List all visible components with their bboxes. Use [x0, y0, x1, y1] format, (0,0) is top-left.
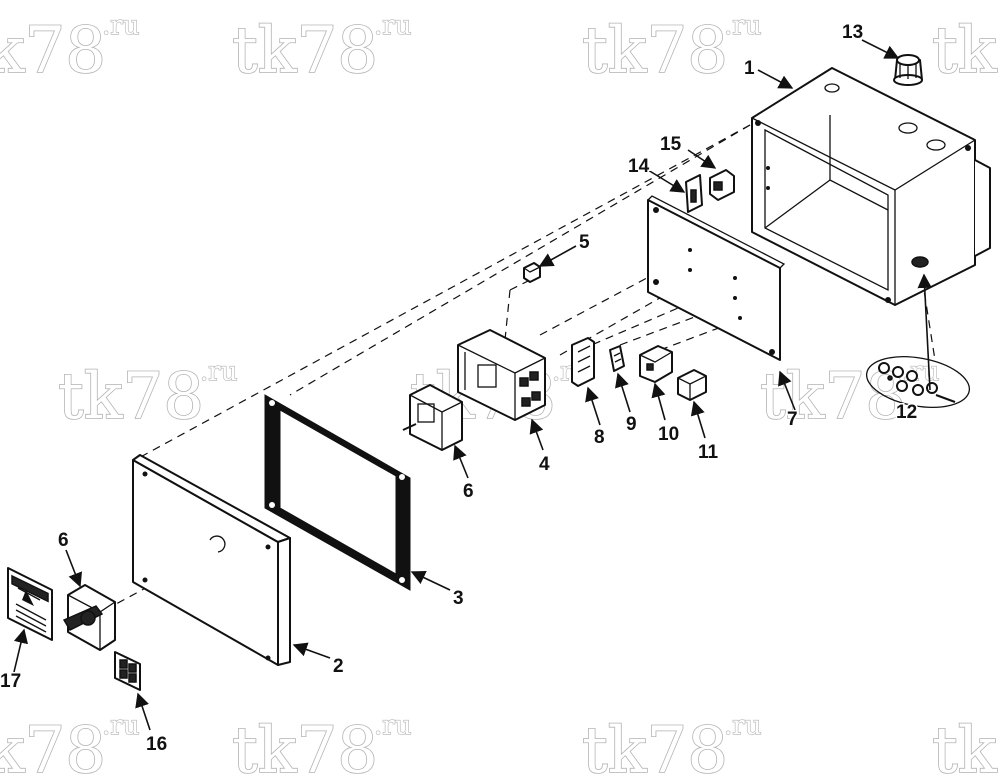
relay [677, 369, 707, 401]
rotary-handle [62, 584, 116, 651]
mounting-plate [647, 195, 786, 361]
callout-2: 2 [333, 656, 344, 677]
disconnect-switch [402, 384, 463, 451]
callout-10: 10 [658, 424, 679, 445]
watermark: tk78.ru [931, 713, 1000, 776]
watermark-text: tk78 [0, 14, 106, 88]
leader-lines [13, 39, 932, 731]
watermark: tk78.ru [57, 356, 238, 434]
watermark-text: tk78 [582, 714, 728, 776]
watermark: tk78.ru [231, 710, 412, 776]
callout-6-switch: 6 [463, 481, 474, 502]
warning-decal-icon [114, 651, 141, 691]
watermark-suffix: .ru [102, 11, 139, 41]
callout-11: 11 [698, 442, 719, 463]
callout-labels: 1 2 3 4 5 6 6 7 8 9 10 11 12 13 15 14 16… [0, 21, 919, 757]
callout-3: 3 [453, 588, 464, 609]
relay-base [639, 345, 673, 383]
callout-14: 14 [628, 156, 650, 177]
watermark-suffix: .ru [374, 11, 411, 41]
gasket [264, 394, 411, 591]
callout-7: 7 [787, 409, 798, 430]
danger-decal-icon [7, 567, 53, 641]
watermark: tk78.ru [581, 10, 762, 88]
watermark: tk78.ru [931, 13, 1000, 89]
callout-5: 5 [579, 232, 590, 253]
callout-13: 13 [842, 22, 863, 43]
callout-12: 12 [896, 402, 917, 423]
callout-15: 15 [660, 134, 682, 155]
terminal-end-stop [685, 174, 703, 213]
callout-8: 8 [594, 427, 605, 448]
cover-door [132, 454, 291, 666]
circuit-breaker [457, 329, 546, 421]
watermark-suffix: .ru [200, 357, 237, 387]
callout-9: 9 [626, 414, 637, 435]
watermark-text: tk78 [58, 360, 204, 434]
relay-socket-small [709, 169, 735, 201]
enclosure-box [751, 67, 991, 306]
watermark: tk78.ru [0, 710, 140, 776]
watermark-text: tk78 [232, 714, 378, 776]
callout-6-handle: 6 [58, 530, 69, 551]
watermark-text: tk78 [932, 14, 1000, 88]
terminal-block [571, 337, 595, 387]
watermark-suffix: .ru [724, 711, 761, 741]
watermark-text: tk78 [582, 14, 728, 88]
marker-strip [609, 345, 625, 372]
wire-clip [523, 262, 541, 283]
watermark-suffix: .ru [102, 711, 139, 741]
watermark-suffix: .ru [724, 11, 761, 41]
watermark-text: tk78 [0, 714, 106, 776]
watermark-layer: tk78.rutk78.rutk78.rutk78.rutk78.rutk78.… [0, 10, 1000, 776]
watermark-text: tk78 [932, 714, 1000, 776]
callout-1: 1 [744, 58, 755, 79]
callout-17: 17 [0, 671, 21, 692]
cable-gland [893, 54, 923, 86]
callout-16: 16 [146, 734, 167, 755]
watermark: tk78.ru [231, 10, 412, 88]
watermark-text: tk78 [232, 14, 378, 88]
watermark: tk78.ru [0, 10, 140, 88]
callout-4: 4 [539, 454, 550, 475]
watermark-suffix: .ru [374, 711, 411, 741]
watermark: tk78.ru [581, 710, 762, 776]
